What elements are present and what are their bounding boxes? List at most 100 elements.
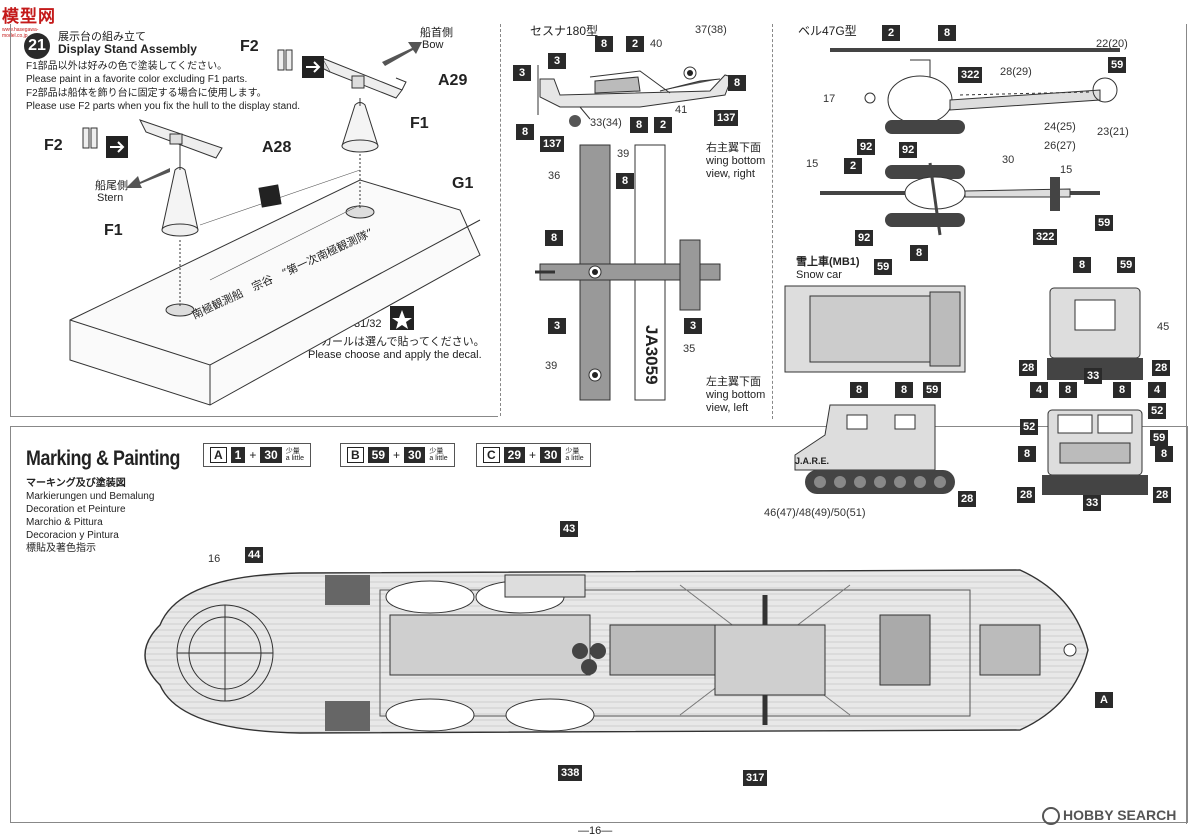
cessna-callout-37: 37(38) — [695, 24, 727, 36]
marking-sub-es: Decoracion y Pintura — [26, 530, 119, 541]
bell-callout-30: 30 — [1002, 154, 1015, 166]
marking-sub-fr: Decoration et Peinture — [26, 504, 126, 515]
cessna-badge-3d: 3 — [684, 318, 702, 334]
snowcar-badge-28a: 28 — [1019, 360, 1038, 376]
bell-badge-322a: 322 — [958, 67, 983, 83]
snowcar-callout-46-51: 46(47)/48(49)/50(51) — [764, 507, 866, 519]
cessna-badge-8b: 8 — [728, 75, 746, 91]
marking-sub-cn: 標貼及著色指示 — [26, 543, 96, 554]
part-f1-left: F1 — [104, 222, 123, 239]
cessna-badge-137b: 137 — [714, 110, 739, 126]
marking-sub-it: Marchio & Pittura — [26, 517, 103, 528]
page-number: —16— — [578, 825, 613, 837]
ship-callout-16: 16 — [208, 553, 221, 565]
ship-badge-317: 317 — [743, 770, 768, 786]
marking-frame — [10, 426, 1188, 823]
frame-divider-1 — [500, 24, 501, 416]
snowcar-badge-8g: 8 — [1155, 446, 1173, 462]
snowcar-badge-8a: 8 — [1073, 257, 1091, 273]
step-number-badge: 21 — [24, 33, 50, 59]
snowcar-front-view — [1042, 409, 1148, 495]
snowcar-badge-33a: 33 — [1084, 368, 1103, 384]
bell-callout-23: 23(21) — [1097, 126, 1129, 138]
legend-b-letter: B — [347, 447, 364, 463]
cessna-badge-8f: 8 — [545, 230, 563, 246]
decal-note-jp: デカールは選んで貼ってください。 — [310, 336, 485, 348]
snowcar-side-view — [794, 404, 955, 494]
snowcar-top-view — [784, 285, 966, 373]
bell-badge-92b: 92 — [899, 142, 918, 158]
cessna-reg-bottom: JA3059 — [642, 325, 661, 385]
marking-sub-jp: マーキング及び塗装図 — [26, 478, 126, 489]
right-frame — [1186, 24, 1187, 824]
cessna-callout-39b: 39 — [545, 360, 558, 372]
bell-title: ベル47G型 — [798, 24, 857, 38]
cessna-callout-41: 41 — [675, 104, 688, 116]
watermark-text: HOBBY SEARCH — [1063, 807, 1177, 823]
snowcar-badge-8e: 8 — [1113, 382, 1131, 398]
snowcar-badge-28b: 28 — [1152, 360, 1171, 376]
cessna-callout-40: 40 — [650, 38, 663, 50]
bell-callout-22: 22(20) — [1096, 38, 1128, 50]
snowcar-badge-28e: 28 — [1153, 487, 1172, 503]
snowcar-badge-4b: 4 — [1148, 382, 1166, 398]
legend-a-mix: 30 — [260, 447, 282, 463]
bow-label-en: Bow — [422, 39, 444, 51]
snowcar-badge-28d: 28 — [1017, 487, 1036, 503]
stern-label-jp: 船尾側 — [95, 180, 128, 192]
bell-badge-59a: 59 — [1108, 57, 1127, 73]
stand-title-jp: 展示台の組み立て — [58, 31, 146, 43]
bell-top-view — [820, 162, 1100, 236]
bell-badge-2a: 2 — [882, 25, 900, 41]
snowcar-badge-8c: 8 — [895, 382, 913, 398]
marking-title: Marking & Painting — [26, 447, 181, 470]
snowcar-title: 雪上車(MB1) — [796, 256, 860, 269]
stand-note2-en: Please use F2 parts when you fix the hul… — [26, 101, 301, 112]
snowcar-badge-33b: 33 — [1083, 495, 1102, 511]
hobby-search-watermark: HOBBY SEARCH — [1042, 807, 1177, 826]
bell-badge-8a: 8 — [938, 25, 956, 41]
decal-note-en: Please choose and apply the decal. — [308, 349, 482, 361]
cessna-badge-2a: 2 — [626, 36, 644, 52]
snowcar-badge-59a: 59 — [874, 259, 893, 275]
wing-left-en2: view, left — [706, 402, 749, 414]
part-a28: A28 — [262, 139, 292, 156]
snowcar-badge-8f: 8 — [1018, 446, 1036, 462]
step-number: 21 — [28, 37, 46, 54]
snowcar-title-en: Snow car — [796, 269, 842, 281]
watermark-icon — [1042, 807, 1060, 826]
cessna-badge-137a: 137 — [540, 136, 565, 152]
snowcar-badge-59b: 59 — [1117, 257, 1136, 273]
bell-callout-15b: 15 — [1060, 164, 1073, 176]
snowcar-badge-52b: 52 — [1148, 403, 1167, 419]
cessna-callout-33: 33(34) — [590, 117, 622, 129]
cessna-side-view — [537, 65, 733, 127]
wing-right-en1: wing bottom — [706, 155, 766, 167]
cessna-badge-8a: 8 — [595, 36, 613, 52]
bell-callout-17: 17 — [823, 93, 836, 105]
ship-deck-plan — [144, 569, 1089, 734]
wing-right-en2: view, right — [706, 168, 755, 180]
bell-badge-8b: 8 — [910, 245, 928, 261]
cessna-badge-3c: 3 — [548, 318, 566, 334]
cessna-title: セスナ180型 — [530, 24, 599, 38]
legend-a-letter: A — [210, 447, 227, 463]
snowcar-callout-45: 45 — [1157, 321, 1170, 333]
wing-right-jp: 右主翼下面 — [706, 142, 761, 154]
cessna-top-view — [535, 144, 721, 401]
bow-label-jp: 船首側 — [420, 27, 453, 39]
snowcar-badge-28c: 28 — [958, 491, 977, 507]
part-f2-top: F2 — [240, 38, 259, 55]
cessna-callout-39: 39 — [617, 148, 630, 160]
legend-c-base: 29 — [503, 447, 526, 463]
bell-badge-92c: 92 — [855, 230, 874, 246]
cessna-badge-2b: 2 — [654, 117, 672, 133]
part-f2-left: F2 — [44, 137, 63, 154]
snowcar-badge-8d: 8 — [1059, 382, 1077, 398]
